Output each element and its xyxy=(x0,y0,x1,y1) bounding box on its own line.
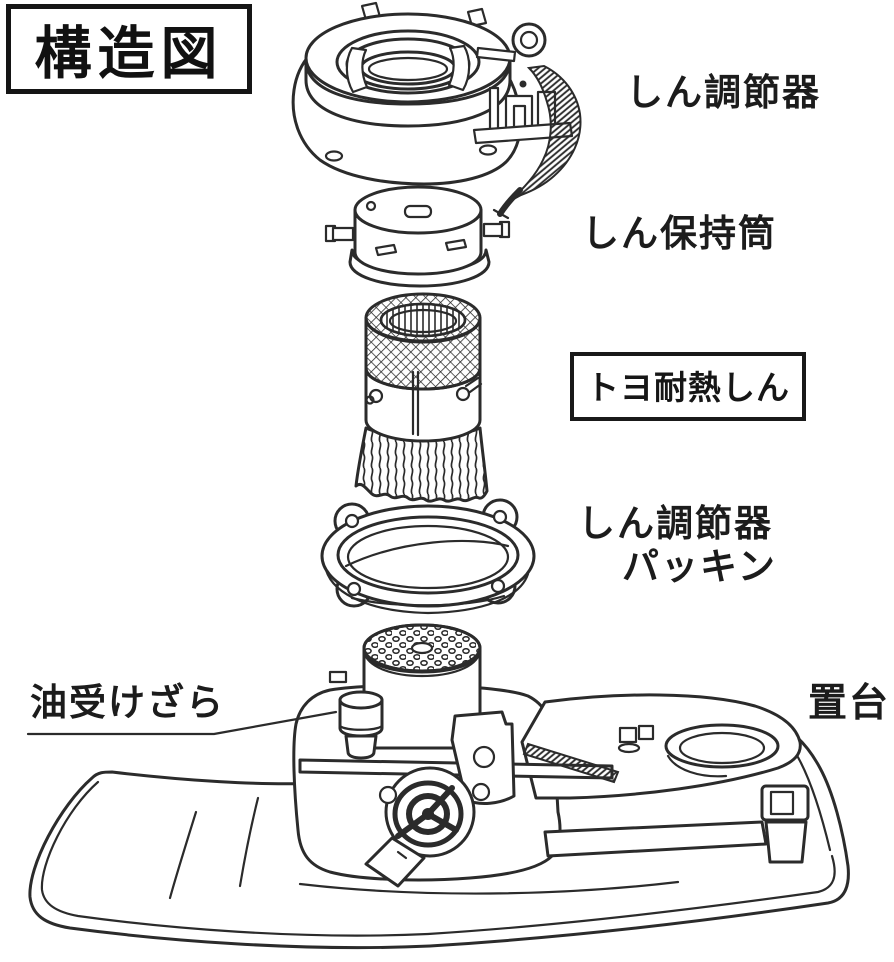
oil-tray-cup-drawing xyxy=(338,690,384,760)
wick-adjuster-drawing xyxy=(291,1,582,220)
gear-mechanism-drawing xyxy=(378,766,476,858)
wick-drawing xyxy=(354,292,489,503)
label-wick-adjuster: しん調節器 xyxy=(626,72,821,113)
oil-tray-leader-line xyxy=(26,710,338,736)
label-oil-tray: 油受けざら xyxy=(30,682,225,723)
wick-holder-drawing xyxy=(324,185,511,288)
deck-ring-opening xyxy=(664,723,780,769)
packing-drawing xyxy=(320,498,536,615)
label-stand: 置台 xyxy=(808,682,891,725)
burner-mechanism-drawing xyxy=(292,623,810,888)
diagram-title-box: 構造図 xyxy=(6,4,252,94)
label-packing: しん調節器 パッキン xyxy=(578,503,777,588)
label-wick-holder: しん保持筒 xyxy=(582,213,777,254)
diagram-title: 構造図 xyxy=(34,22,224,86)
label-packing-line1: しん調節器 xyxy=(578,503,773,544)
label-heat-resistant-wick-box: トヨ耐熱しん xyxy=(570,352,806,421)
label-heat-resistant-wick: トヨ耐熱しん xyxy=(586,369,790,406)
label-packing-line2: パッキン xyxy=(622,545,777,587)
